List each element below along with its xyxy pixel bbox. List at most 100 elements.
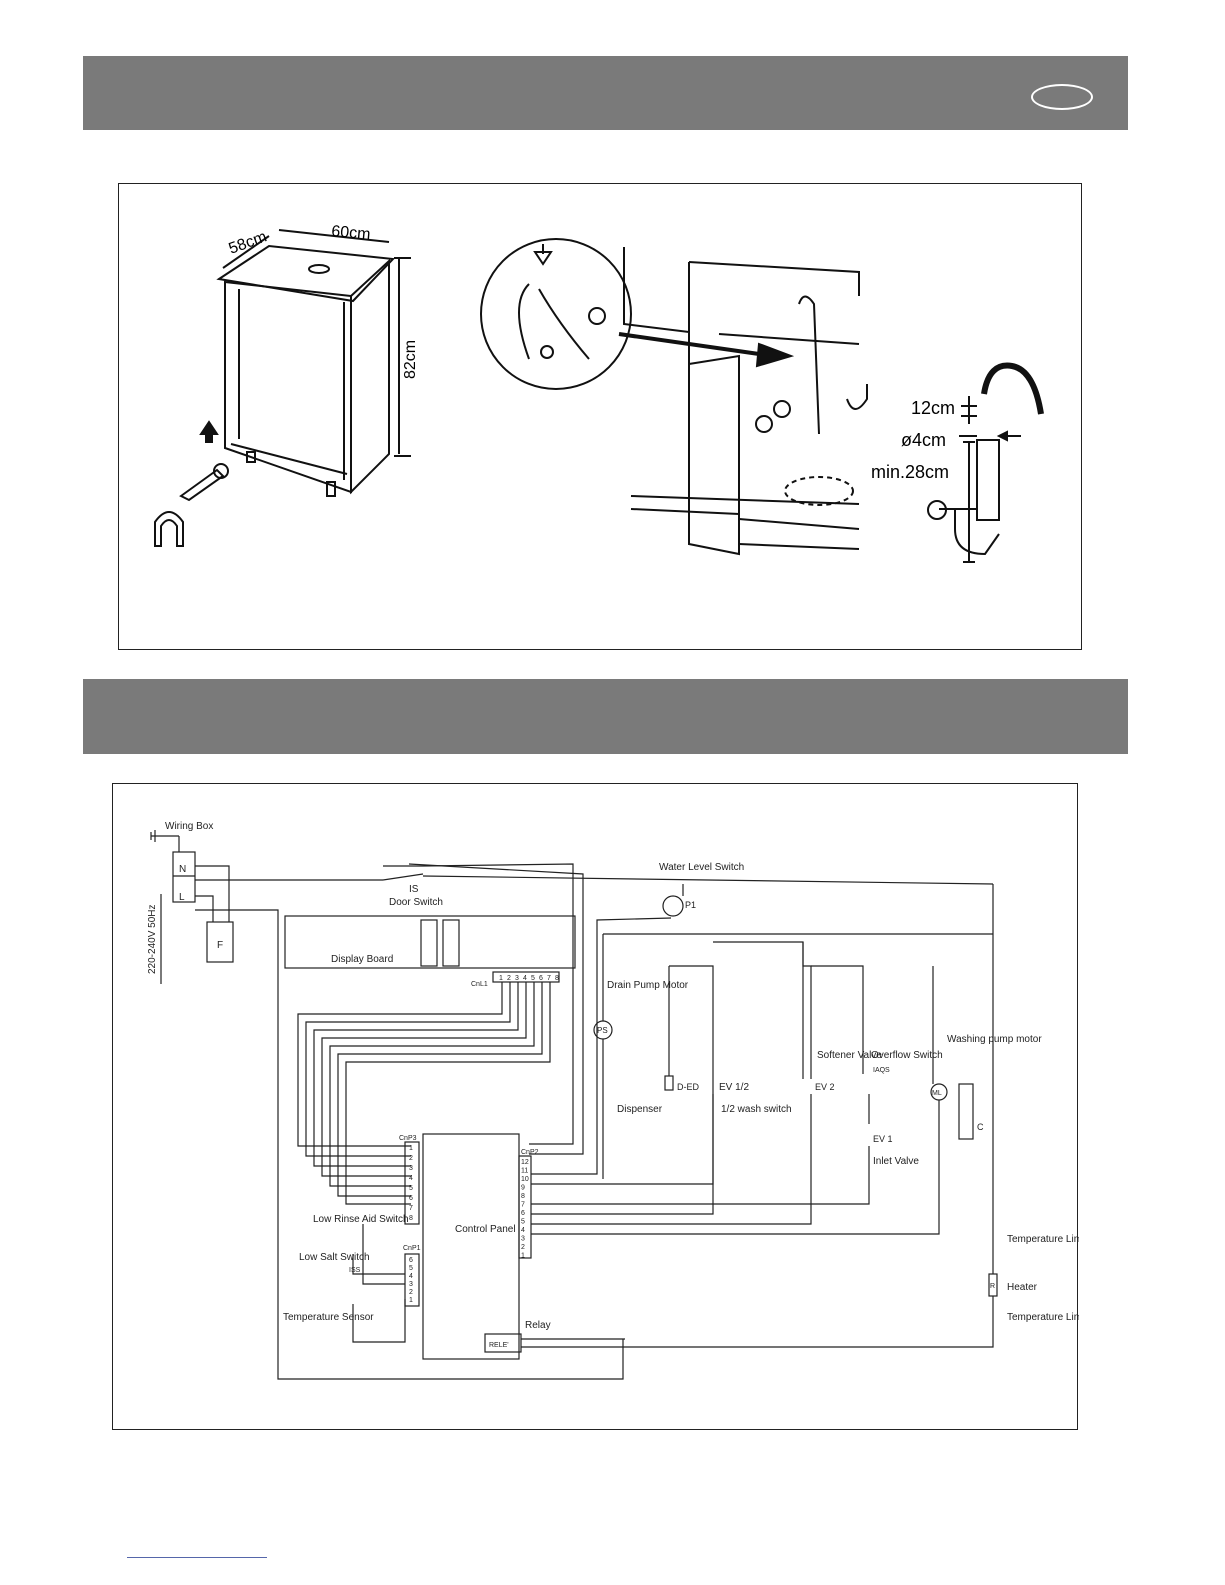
cnp2-pin-label: 2 [521, 1244, 525, 1251]
header-banner [83, 56, 1128, 130]
display-board-block [284, 915, 576, 969]
cnl1-pin-label: 6 [539, 975, 543, 982]
water-level-switch-label: Water Level Switch [659, 862, 744, 873]
cnp2-pin-label: 6 [521, 1210, 525, 1217]
temperature-limiter-2-label: Temperature Limiter [1007, 1312, 1079, 1323]
wiring-box-block [172, 851, 196, 903]
cnl1-pin-label: 3 [515, 975, 519, 982]
heater-symbol: R [990, 1283, 995, 1290]
footer-link-line [127, 1557, 267, 1559]
cnp2-pin-label: 1 [521, 1253, 525, 1260]
cnp2-pin-label: 3 [521, 1236, 525, 1243]
cnl1-pin-label: 7 [547, 975, 551, 982]
ev2-label: EV 2 [815, 1082, 835, 1092]
cnp3-pin-label: 3 [409, 1165, 413, 1172]
washing-pump-motor-label: Washing pump motor [947, 1034, 1042, 1045]
temperature-limiter-1-label: Temperature Limiter [1007, 1234, 1079, 1245]
min-height-label: min.28cm [871, 462, 949, 482]
zoom-detail-circle [480, 238, 632, 390]
cnp2-pin-label: 4 [521, 1227, 525, 1234]
cnl1-pin-label: 2 [507, 975, 511, 982]
wiring-box-label: Wiring Box [165, 821, 213, 832]
cnp1-pin-label: 5 [409, 1265, 413, 1272]
relay-block [484, 1333, 522, 1353]
cnp2-pin-label: 10 [521, 1176, 529, 1183]
cnl1-pin-label: 5 [531, 975, 535, 982]
display-board-label: Display Board [331, 954, 393, 965]
p1-label: P1 [685, 900, 696, 910]
cnp3-pins: 1 2 3 4 5 6 7 8 [409, 1145, 413, 1222]
iss-label: ISS [349, 1267, 361, 1274]
cnp3-pin-label: 6 [409, 1195, 413, 1202]
half-wash-switch-label: 1/2 wash switch [721, 1104, 792, 1115]
live-label: L [179, 892, 185, 903]
inlet-valve-label: Inlet Valve [873, 1156, 919, 1167]
ded-label: D-ED [677, 1082, 699, 1092]
cnp2-pin-label: 8 [521, 1193, 525, 1200]
language-badge [1031, 84, 1093, 110]
cnp2-pin-label: 11 [521, 1168, 528, 1175]
iaqs-label: IAQS [873, 1067, 890, 1074]
cnp2-pin-label: 7 [521, 1202, 525, 1209]
cnl1-pin-label: 1 [499, 975, 503, 982]
section-banner [83, 679, 1128, 754]
ml-label: ML [932, 1090, 942, 1097]
fuse-label: F [217, 940, 223, 951]
low-salt-switch-label: Low Salt Switch [299, 1252, 370, 1263]
cnp1-pin-label: 2 [409, 1289, 413, 1296]
dishwasher-top [216, 244, 396, 303]
rele-label: RELE' [489, 1342, 509, 1349]
door-switch-label: Door Switch [389, 897, 443, 908]
cnp1-label: CnP1 [403, 1245, 421, 1252]
low-rinse-aid-switch-label: Low Rinse Aid Switch [313, 1214, 409, 1225]
ev12-label: EV 1/2 [719, 1082, 749, 1093]
width-label: 60cm [331, 223, 371, 243]
cnl1-label: CnL1 [471, 981, 488, 988]
cnl1-pin-label: 8 [555, 975, 559, 982]
is-label: IS [409, 884, 419, 895]
control-panel-block [422, 1133, 520, 1360]
cnp3-label: CnP3 [399, 1135, 417, 1142]
cnp2-pin-label: 9 [521, 1185, 525, 1192]
installation-drawing: 58cm 60cm 82cm 12cm ø4cm min.28cm [154, 223, 1044, 563]
relay-label: Relay [525, 1320, 551, 1331]
height-label: 82cm [402, 340, 419, 379]
cnp3-pin-label: 5 [409, 1185, 413, 1192]
temperature-sensor-label: Temperature Sensor [283, 1312, 374, 1323]
wiring-diagram: Wiring Box N L F 220-240V 50Hz IS Door S… [112, 783, 1097, 1430]
dishwasher-front [224, 280, 352, 494]
drain-pump-motor-label: Drain Pump Motor [607, 980, 689, 991]
wiring-drawing: Wiring Box N L F 220-240V 50Hz IS Door S… [147, 821, 1097, 1380]
neutral-label: N [179, 864, 186, 875]
cnp2-pin-label: 12 [521, 1159, 529, 1166]
capacitor-label: C [977, 1122, 984, 1132]
cnp3-pin-label: 8 [409, 1215, 413, 1222]
hose-height-label: 12cm [911, 398, 955, 418]
dishwasher-side [350, 258, 390, 495]
cnp2-label: CnP2 [521, 1149, 539, 1156]
cnp3-pin-label: 1 [409, 1145, 413, 1152]
depth-label: 58cm [227, 228, 270, 257]
cnl1-pin-label: 4 [523, 975, 527, 982]
cnp1-pin-label: 1 [409, 1297, 413, 1304]
cnp3-pin-label: 2 [409, 1155, 413, 1162]
installation-figure: 58cm 60cm 82cm 12cm ø4cm min.28cm [118, 183, 1082, 650]
overflow-switch-label: Overflow Switch [871, 1050, 943, 1061]
softener-valve-label: Softener Valve [817, 1050, 882, 1061]
cnp1-pin-label: 4 [409, 1273, 413, 1280]
cnp1-pin-label: 3 [409, 1281, 413, 1288]
ps-label: PS [597, 1026, 608, 1035]
cnp3-pin-label: 7 [409, 1205, 413, 1212]
dispenser-label: Dispenser [617, 1104, 663, 1115]
voltage-label: 220-240V 50Hz [147, 905, 158, 975]
ev1-label: EV 1 [873, 1134, 893, 1144]
cnp3-pin-label: 4 [409, 1175, 413, 1182]
control-panel-label: Control Panel [455, 1224, 516, 1235]
cnp2-pin-label: 5 [521, 1219, 525, 1226]
heater-label: Heater [1007, 1282, 1038, 1293]
cnp1-pin-label: 6 [409, 1257, 413, 1264]
diameter-label: ø4cm [901, 430, 946, 450]
